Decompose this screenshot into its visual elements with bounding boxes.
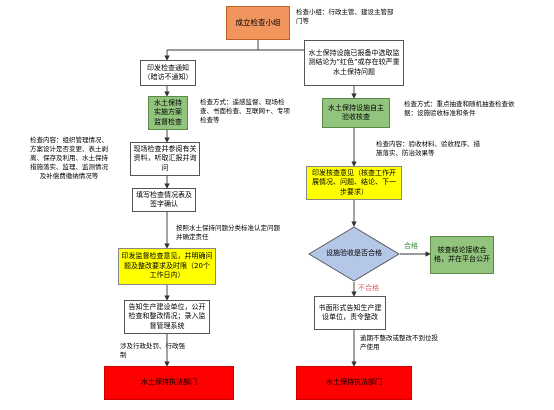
fill-form-box: 填写检查情况表及签字确认 <box>132 188 196 212</box>
acceptance-check-box: 水土保持设施自主验收核查 <box>322 98 390 128</box>
right-method-note: 检查方式：重点抽查和随机抽查检查依据：设施验收标准和条件 <box>404 100 515 118</box>
left-content-note: 检查内容：组织管理情况、方案设计是否变更、表土剥离、保存及利用、水土保持措施落实… <box>30 136 108 181</box>
penalty-note: 涉及行政处罚、行政强制 <box>120 342 185 360</box>
pass-result-box: 核查结论接收合格，并在平台公开 <box>430 236 494 274</box>
overdue-note: 逾期不整改或整改不到位投产使用 <box>360 334 438 352</box>
acceptance-decision-diamond <box>308 226 400 282</box>
classify-note: 按照水土保持问题分类标准认定问题并确定责任 <box>176 224 280 242</box>
inspection-group-note: 检查小组：行政主管、建设主管部门等 <box>296 8 394 26</box>
site-inspection-box: 现场检查并参阅有关资料，听取汇报并询问 <box>130 142 200 176</box>
register-selection-box: 水土保持设施已报备中选取监测结论为“红色”或存在较严重水土保持问题 <box>304 40 404 86</box>
left-enforcement-box: 水土保持执法部门 <box>104 366 234 400</box>
pass-label: 合格 <box>404 242 418 250</box>
right-enforcement-box: 水土保持执法部门 <box>296 366 412 400</box>
form-inspection-group-box: 成立检查小组 <box>226 6 290 40</box>
plan-supervision-box: 水土保持实施方案监督检查 <box>148 96 188 130</box>
left-method-note: 检查方式：遥感监督、现场检查、书面检查、互联网+、专项检查等 <box>200 98 290 125</box>
rectification-notice-box: 书面形式告知生产建设单位，责令整改 <box>314 296 386 330</box>
fail-label: 不合格 <box>358 284 379 292</box>
decision-label: 设施验收是否合格 <box>326 249 382 257</box>
issue-opinion-box: 印发监督检查意见，并明确问题及整改要求及时限（20个工作日内） <box>118 248 216 285</box>
issue-notice-box: 印发检查通知（暗访不通知） <box>140 60 196 86</box>
inform-unit-box: 告知生产建设单位，公开检查和整改情况；录入监督管理系统 <box>124 300 210 334</box>
check-opinion-box: 印发核查意见（核查工作开展情况、问题、结论、下一步要求） <box>306 166 402 200</box>
right-content-note: 检查内容：验收材料、验收程序、措施落实、防治效果等 <box>376 140 480 158</box>
